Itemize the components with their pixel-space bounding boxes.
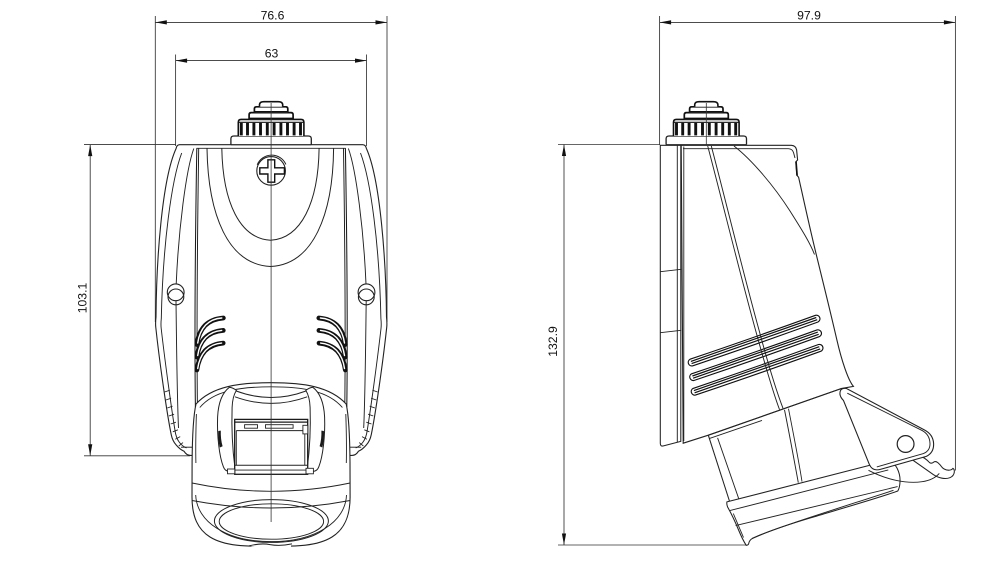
svg-text:76.6: 76.6: [261, 8, 285, 22]
svg-text:132.9: 132.9: [546, 326, 560, 357]
svg-text:63: 63: [265, 47, 279, 61]
svg-text:97.9: 97.9: [797, 8, 821, 22]
svg-text:103.1: 103.1: [75, 283, 89, 314]
